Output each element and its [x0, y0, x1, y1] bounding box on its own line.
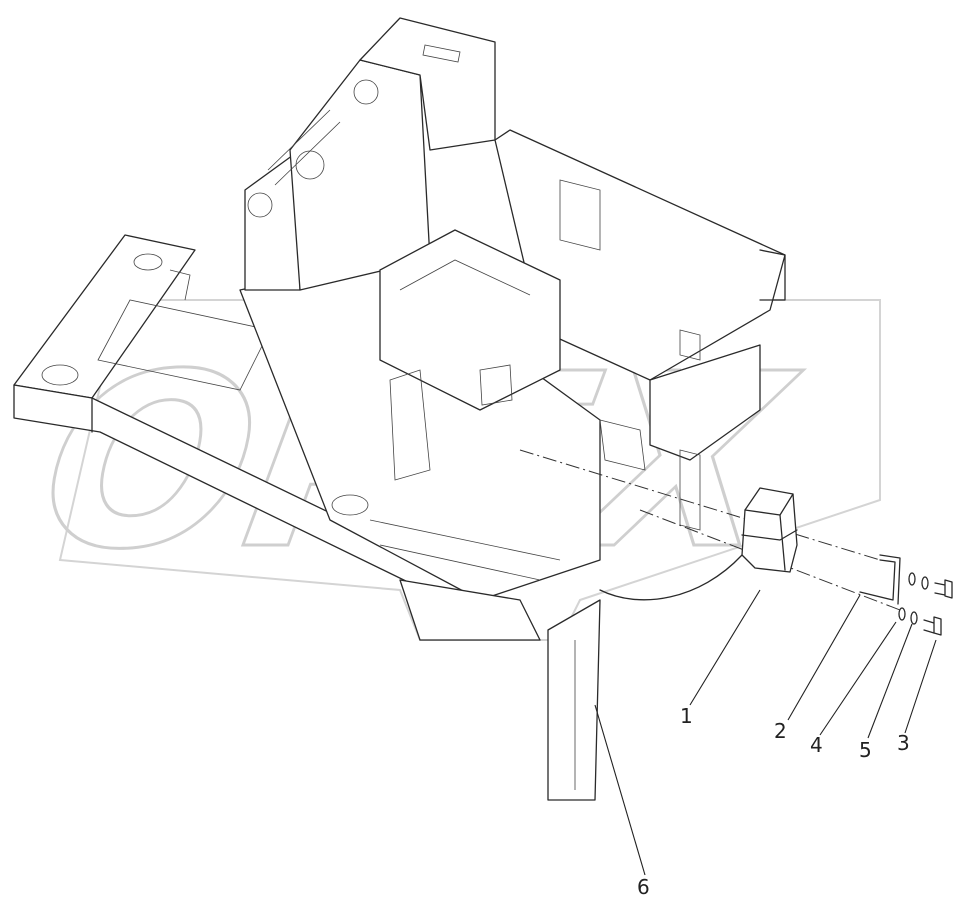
- fastener-set-upper: [908, 572, 953, 599]
- leader-6: [594, 704, 646, 876]
- leader-4: [819, 621, 897, 736]
- part-label-3: 3: [897, 731, 910, 755]
- assembly-center-line: [519, 449, 881, 561]
- leader-3: [904, 639, 937, 734]
- leader-lines: [594, 589, 937, 876]
- leader-2: [787, 594, 861, 721]
- part-label-4: 4: [810, 733, 823, 757]
- part-label-5: 5: [859, 738, 872, 762]
- cable-harness: [599, 554, 743, 601]
- part-label-2: 2: [774, 719, 787, 743]
- chassis-frame: [13, 17, 786, 801]
- battery-box: [741, 487, 798, 573]
- part-label-1: 1: [680, 704, 693, 728]
- leader-5: [867, 623, 913, 739]
- bracket: [859, 554, 901, 605]
- leader-1: [689, 589, 761, 706]
- part-labels: 1 2 4 5 3 6: [637, 704, 910, 899]
- fastener-set-lower: [898, 607, 942, 636]
- part-label-6: 6: [637, 875, 650, 899]
